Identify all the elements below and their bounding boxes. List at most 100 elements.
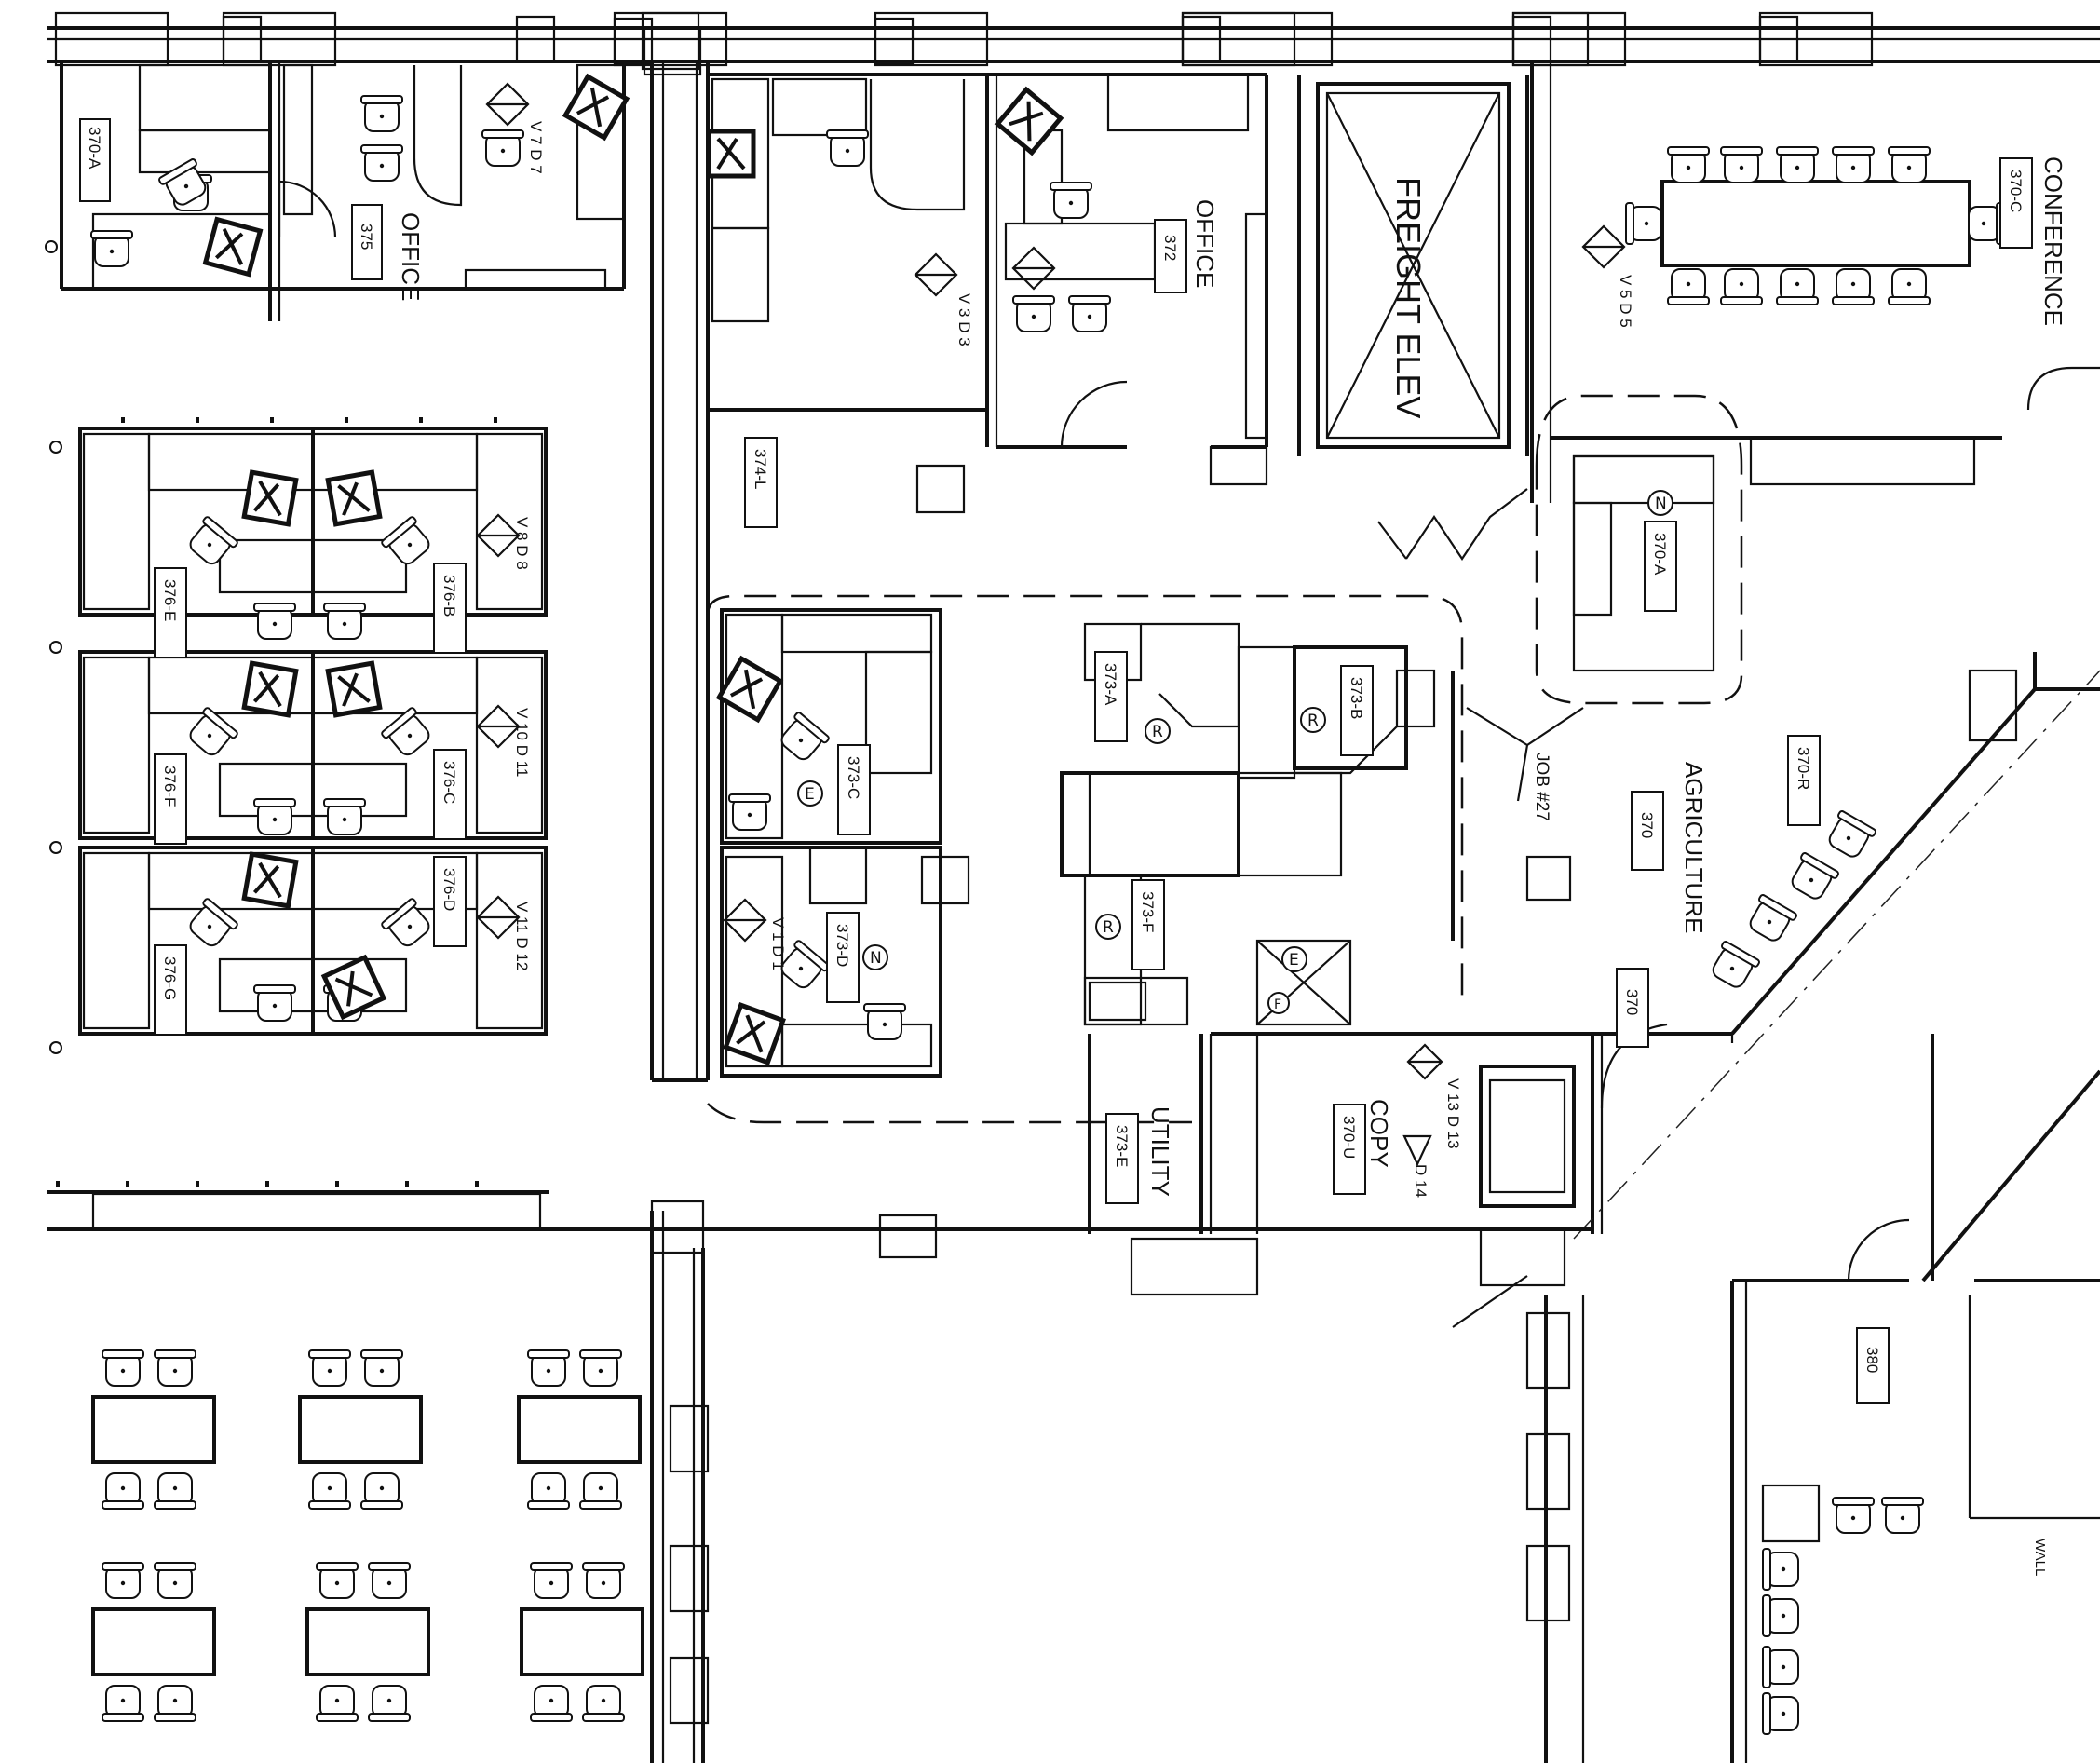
dark-chair xyxy=(723,1002,786,1065)
chair-back xyxy=(527,1500,570,1510)
chair-back xyxy=(1720,296,1763,305)
room-tag-372: 372 xyxy=(1154,219,1187,293)
workstation-block xyxy=(720,608,942,845)
column xyxy=(641,11,700,71)
svg-text:373-F: 373-F xyxy=(1139,891,1157,932)
svg-text:370-A: 370-A xyxy=(86,127,103,170)
chair xyxy=(530,1562,573,1599)
svg-text:R: R xyxy=(1103,918,1114,937)
chair xyxy=(102,1472,144,1510)
desk xyxy=(1572,454,1715,505)
desk xyxy=(725,855,784,1068)
desk xyxy=(138,129,272,174)
chair xyxy=(102,1685,144,1722)
marker-vd-373d: V 1 D 1 xyxy=(769,917,787,970)
chair-back xyxy=(1881,1497,1924,1506)
outlet-node xyxy=(196,417,199,423)
svg-text:376-B: 376-B xyxy=(440,575,458,617)
chair-back xyxy=(1012,295,1055,305)
column xyxy=(1525,1311,1571,1390)
furniture xyxy=(82,63,2005,1735)
chair-back xyxy=(202,516,238,549)
dark-chair xyxy=(241,660,299,718)
svg-text:376-C: 376-C xyxy=(440,761,458,804)
chair xyxy=(1667,146,1710,183)
dark-chair-mark xyxy=(342,672,359,707)
dark-chair-mark xyxy=(716,137,738,170)
chair xyxy=(189,707,238,756)
desk xyxy=(725,613,784,840)
symbol-r-373a: R xyxy=(1145,718,1171,744)
svg-text:373-B: 373-B xyxy=(1348,677,1365,719)
chair-dot xyxy=(207,924,212,929)
chair xyxy=(253,984,296,1022)
chair xyxy=(308,1472,351,1510)
chair-back xyxy=(90,230,133,239)
chair xyxy=(316,1562,359,1599)
desk xyxy=(475,656,544,834)
dark-chair xyxy=(715,655,784,724)
chair xyxy=(1712,941,1760,988)
room-tag-370-a-nw: 370-A xyxy=(79,118,111,202)
diamond-marker xyxy=(1406,1043,1443,1080)
chair xyxy=(1625,202,1662,245)
chair-dot xyxy=(172,1580,178,1586)
chair-dot xyxy=(1906,165,1912,170)
chair-dot xyxy=(1846,835,1851,841)
desk xyxy=(1237,771,1343,877)
chair-back xyxy=(381,707,417,739)
room-label-utility: UTILITY xyxy=(1146,1106,1174,1197)
chair-dot xyxy=(546,1368,551,1374)
cafe-table xyxy=(298,1395,423,1464)
chair-back xyxy=(102,1562,144,1571)
chair-dot xyxy=(601,1580,606,1586)
dark-chair xyxy=(325,660,383,718)
chair xyxy=(1762,1548,1799,1591)
chair xyxy=(90,230,133,267)
enclosure-dashed xyxy=(707,1103,1192,1124)
dark-chair-mark xyxy=(1026,101,1032,142)
diamond-marker xyxy=(476,513,521,558)
door-arc xyxy=(2026,366,2100,411)
chair-back xyxy=(863,1003,906,1012)
room-label-agriculture: AGRICULTURE xyxy=(1680,762,1708,933)
chair-back xyxy=(360,144,403,154)
column xyxy=(650,1200,705,1254)
dark-chair-mark xyxy=(1009,111,1044,127)
chair-back xyxy=(381,516,417,549)
dark-chair xyxy=(202,216,264,278)
symbol-f-utility: F xyxy=(1267,992,1290,1014)
wall-label: WALL xyxy=(2032,1539,2048,1576)
labels: OFFICE 370-A 375 V 7 D 7 OFFICE 372 374-… xyxy=(79,118,2067,1576)
dark-chair-mark xyxy=(252,482,280,512)
room-tag-373-f: 373-F xyxy=(1131,879,1165,970)
elevator-door xyxy=(1377,521,1407,560)
chair xyxy=(579,1349,622,1387)
chair xyxy=(1762,1646,1799,1688)
diamond-outline xyxy=(1406,1043,1443,1080)
chair-back xyxy=(481,129,524,139)
chair-back xyxy=(1667,146,1710,156)
chair-back xyxy=(527,1349,570,1359)
svg-text:376-G: 376-G xyxy=(161,956,179,1000)
svg-text:370-C: 370-C xyxy=(2007,170,2025,212)
svg-text:373-D: 373-D xyxy=(833,924,851,967)
desk xyxy=(91,212,272,291)
svg-text:380: 380 xyxy=(1863,1347,1881,1373)
chair-back xyxy=(316,1713,359,1722)
wall-line xyxy=(1516,744,1529,802)
chair-back xyxy=(1762,1692,1771,1735)
chair-dot xyxy=(172,1698,178,1703)
svg-text:370: 370 xyxy=(1623,989,1641,1015)
chair-dot xyxy=(598,1368,603,1374)
desk xyxy=(1004,222,1157,281)
chair xyxy=(1888,146,1931,183)
desk xyxy=(1237,645,1296,780)
column xyxy=(1525,1544,1571,1622)
chair xyxy=(481,129,524,167)
column xyxy=(669,1544,710,1613)
chair-back xyxy=(158,158,197,185)
dark-chair-mark xyxy=(729,677,764,698)
diamond-outline xyxy=(476,895,521,940)
svg-text:373-E: 373-E xyxy=(1113,1125,1131,1167)
